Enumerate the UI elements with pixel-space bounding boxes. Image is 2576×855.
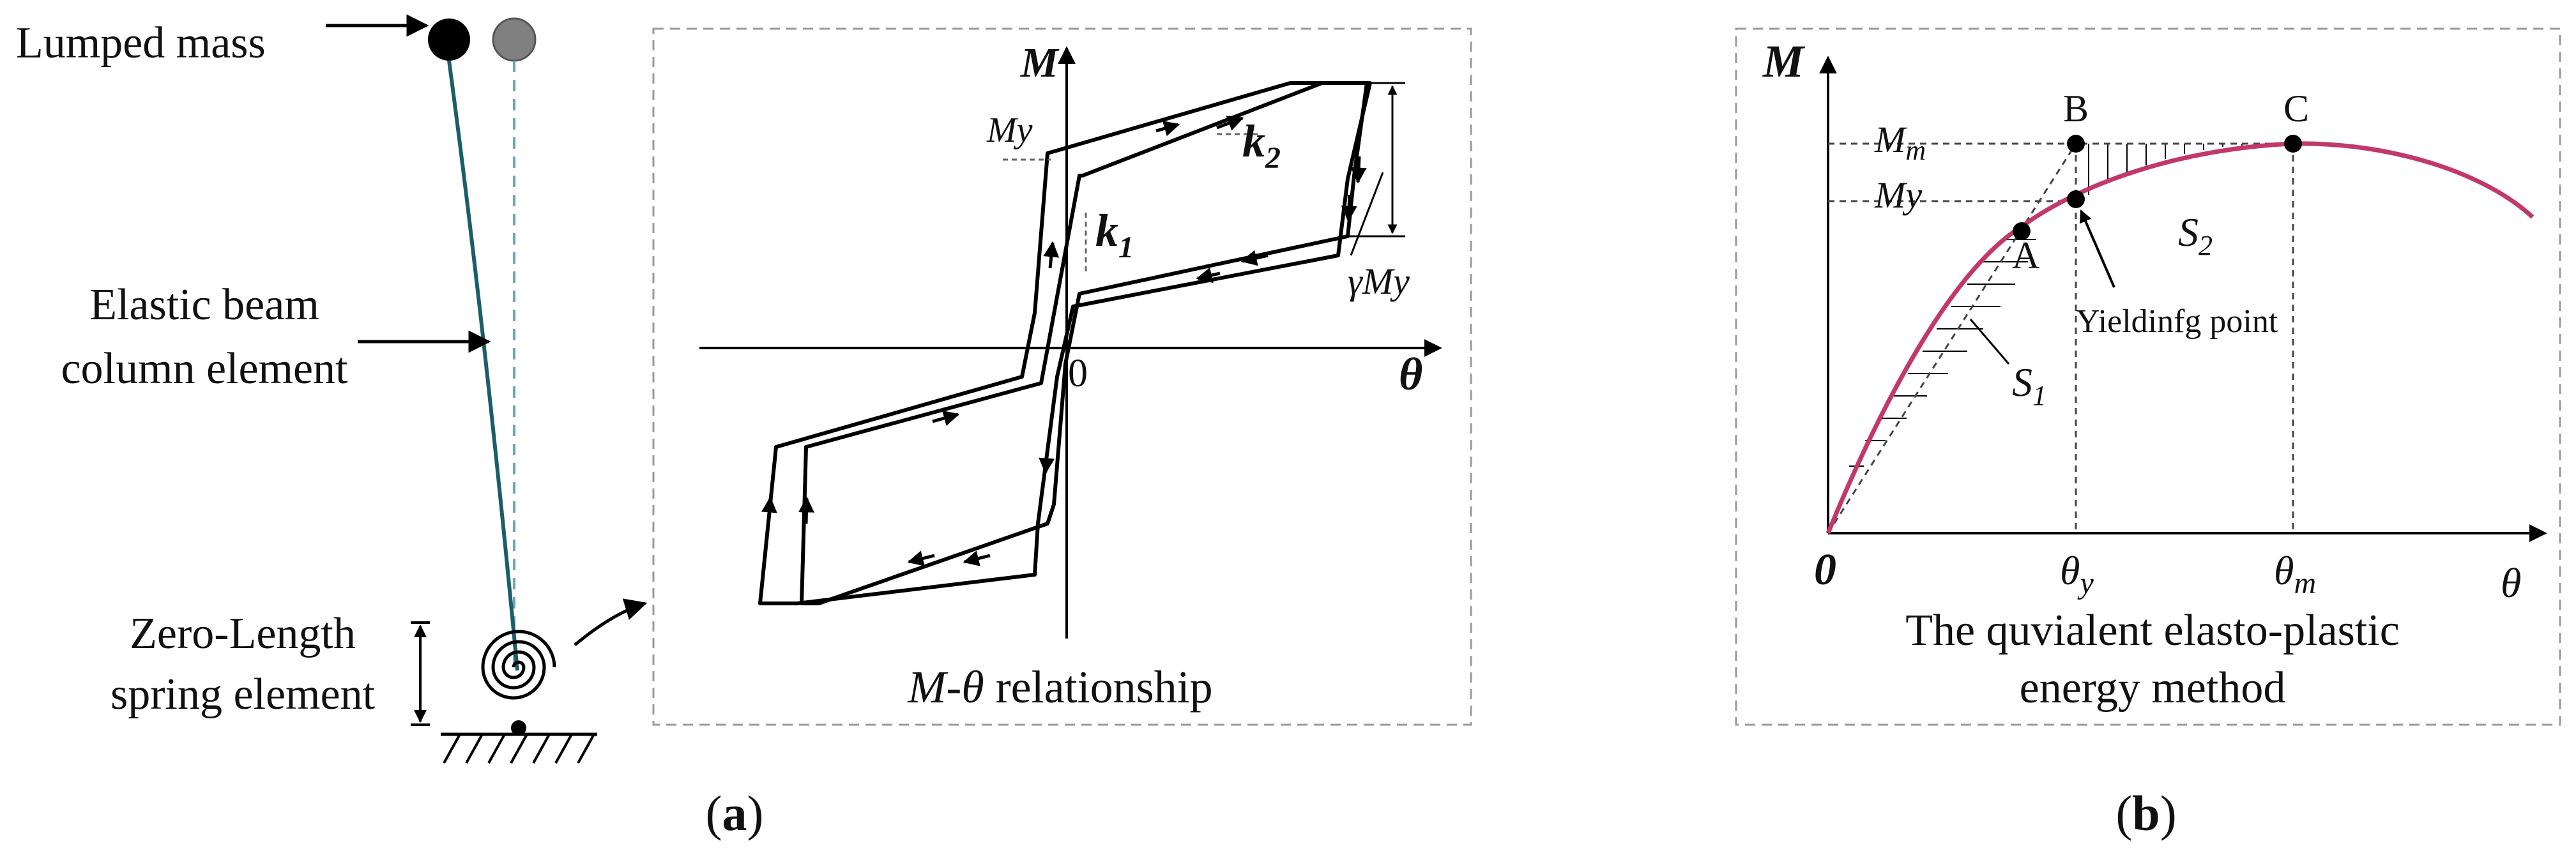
energy-caption-line2: energy method (2020, 663, 2286, 713)
loop-origin-label: 0 (1068, 352, 1088, 395)
s2-label: S2 (2178, 209, 2213, 261)
point-c-label: C (2283, 87, 2309, 130)
loop-gamma-my-label: γMy (1348, 261, 1410, 302)
loop-my-label: My (986, 110, 1033, 150)
loop-m-axis-label: M (1020, 40, 1060, 86)
loop-k1-label: k1 (1095, 205, 1134, 264)
energy-caption-line1: The quvialent elasto-plastic (1905, 606, 2400, 655)
inner-loop (800, 81, 1369, 605)
lumped-mass-label: Lumped mass (16, 19, 266, 68)
lumped-mass-grey (492, 17, 537, 62)
gamma-my-dimension (1348, 82, 1405, 256)
loop-caption: M-θ relationship (907, 662, 1212, 713)
spring-spiral (481, 630, 556, 700)
loop-frame (652, 27, 1472, 726)
s2-hatch (2088, 144, 2243, 195)
moment-rotation-curve (1825, 141, 2534, 534)
spring-to-loop-arrow (574, 598, 648, 646)
spring-label-line1: Zero-Length (130, 609, 356, 658)
point-c-marker (2284, 135, 2302, 153)
beam-label-line2: column element (61, 344, 348, 393)
column-model: Lumped mass Elastic beam column element … (16, 14, 648, 764)
point-b-marker (2067, 135, 2085, 153)
energy-m-axis-label: M (1762, 36, 1806, 87)
s1-label: S1 (2012, 359, 2046, 411)
loop-k2-label: k2 (1242, 116, 1281, 175)
beam-label-line1: Elastic beam (89, 280, 319, 329)
s1-hatch (1849, 239, 2036, 467)
ground-hatch (443, 734, 595, 764)
elastic-beam-column (447, 60, 519, 671)
yield-label-arrow (2079, 209, 2115, 288)
energy-origin-label: 0 (1814, 545, 1836, 594)
support-pin (511, 720, 526, 736)
spring-label-line2: spring element (111, 670, 376, 719)
loop-direction-arrows (761, 116, 1367, 566)
panel-a-label: (a) (706, 785, 764, 841)
point-b-label: B (2063, 87, 2089, 130)
s1-leader (1969, 319, 2010, 365)
mm-label: Mm (1874, 119, 1926, 166)
loop-theta-axis-label: θ (1399, 349, 1422, 400)
point-a-label: A (2012, 234, 2039, 276)
theta-y-label: θy (2060, 548, 2094, 600)
elastic-secant-line (1827, 143, 2077, 534)
point-a-marker (2013, 222, 2031, 240)
theta-m-label: θm (2274, 548, 2316, 600)
lumped-mass-dark (428, 19, 470, 61)
energy-method-diagram: M θ 0 Mm My A B C S1 S2 θy θm Yieldinfg … (1762, 36, 2547, 713)
energy-frame (1735, 27, 2561, 726)
yielding-point-label: Yieldinfg point (2076, 303, 2278, 340)
energy-theta-axis-label: θ (2501, 560, 2521, 607)
spring-height-dimension (411, 621, 430, 726)
panel-b-label: (b) (2115, 785, 2176, 841)
yielding-point-marker (2067, 190, 2085, 208)
my-label: My (1874, 174, 1922, 216)
hysteresis-diagram: M θ 0 My k1 k2 γMy M-θ relationship (699, 40, 1442, 713)
